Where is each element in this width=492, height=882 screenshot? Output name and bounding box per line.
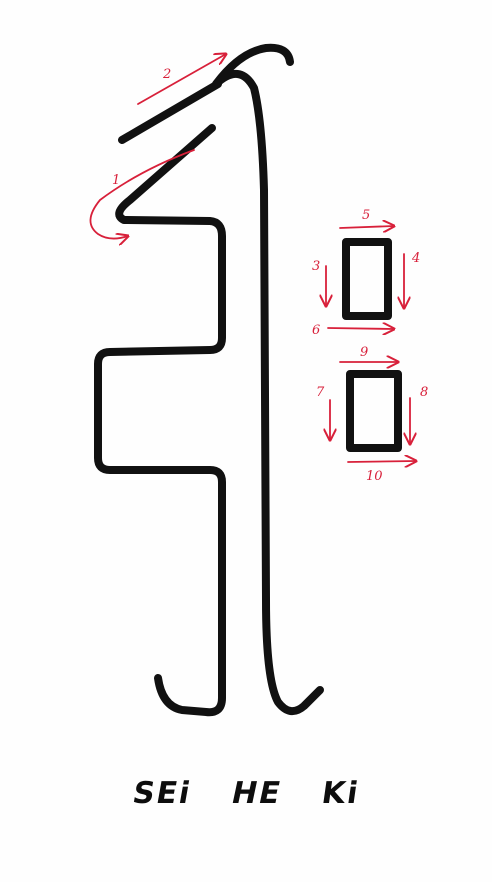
stroke-number-1: 1	[112, 173, 120, 188]
caption-word-he: HE	[227, 776, 285, 811]
arrow-2	[137, 54, 226, 105]
stroke-order-arrows	[89, 54, 416, 462]
stroke-number-4: 4	[411, 251, 420, 266]
arrow-1	[89, 149, 195, 239]
stroke-main-body	[94, 124, 226, 717]
caption-word-ki: Ki	[319, 776, 362, 811]
romanized-caption: SEi HE Ki	[0, 776, 492, 811]
stroke-number-9: 9	[360, 345, 368, 360]
arrow-5	[339, 226, 394, 228]
stroke-upper-box	[342, 238, 392, 320]
character-strokes	[94, 43, 402, 717]
stroke-top-slash	[118, 80, 222, 144]
arrow-10	[347, 461, 416, 462]
stroke-number-5: 5	[362, 208, 370, 223]
stroke-number-6: 6	[312, 323, 320, 338]
caption-word-sei: SEi	[129, 776, 195, 811]
stroke-long-vertical	[212, 43, 324, 716]
stroke-number-8: 8	[420, 385, 428, 400]
arrow-6	[327, 328, 394, 329]
stroke-number-2: 2	[162, 67, 171, 82]
stroke-number-10: 10	[366, 469, 383, 484]
stroke-number-3: 3	[312, 259, 320, 274]
stroke-lower-box	[346, 370, 402, 452]
stroke-number-7: 7	[316, 385, 325, 400]
stroke-numbers: 1 2 3 4 5 6 7 8 9 10	[112, 67, 428, 484]
